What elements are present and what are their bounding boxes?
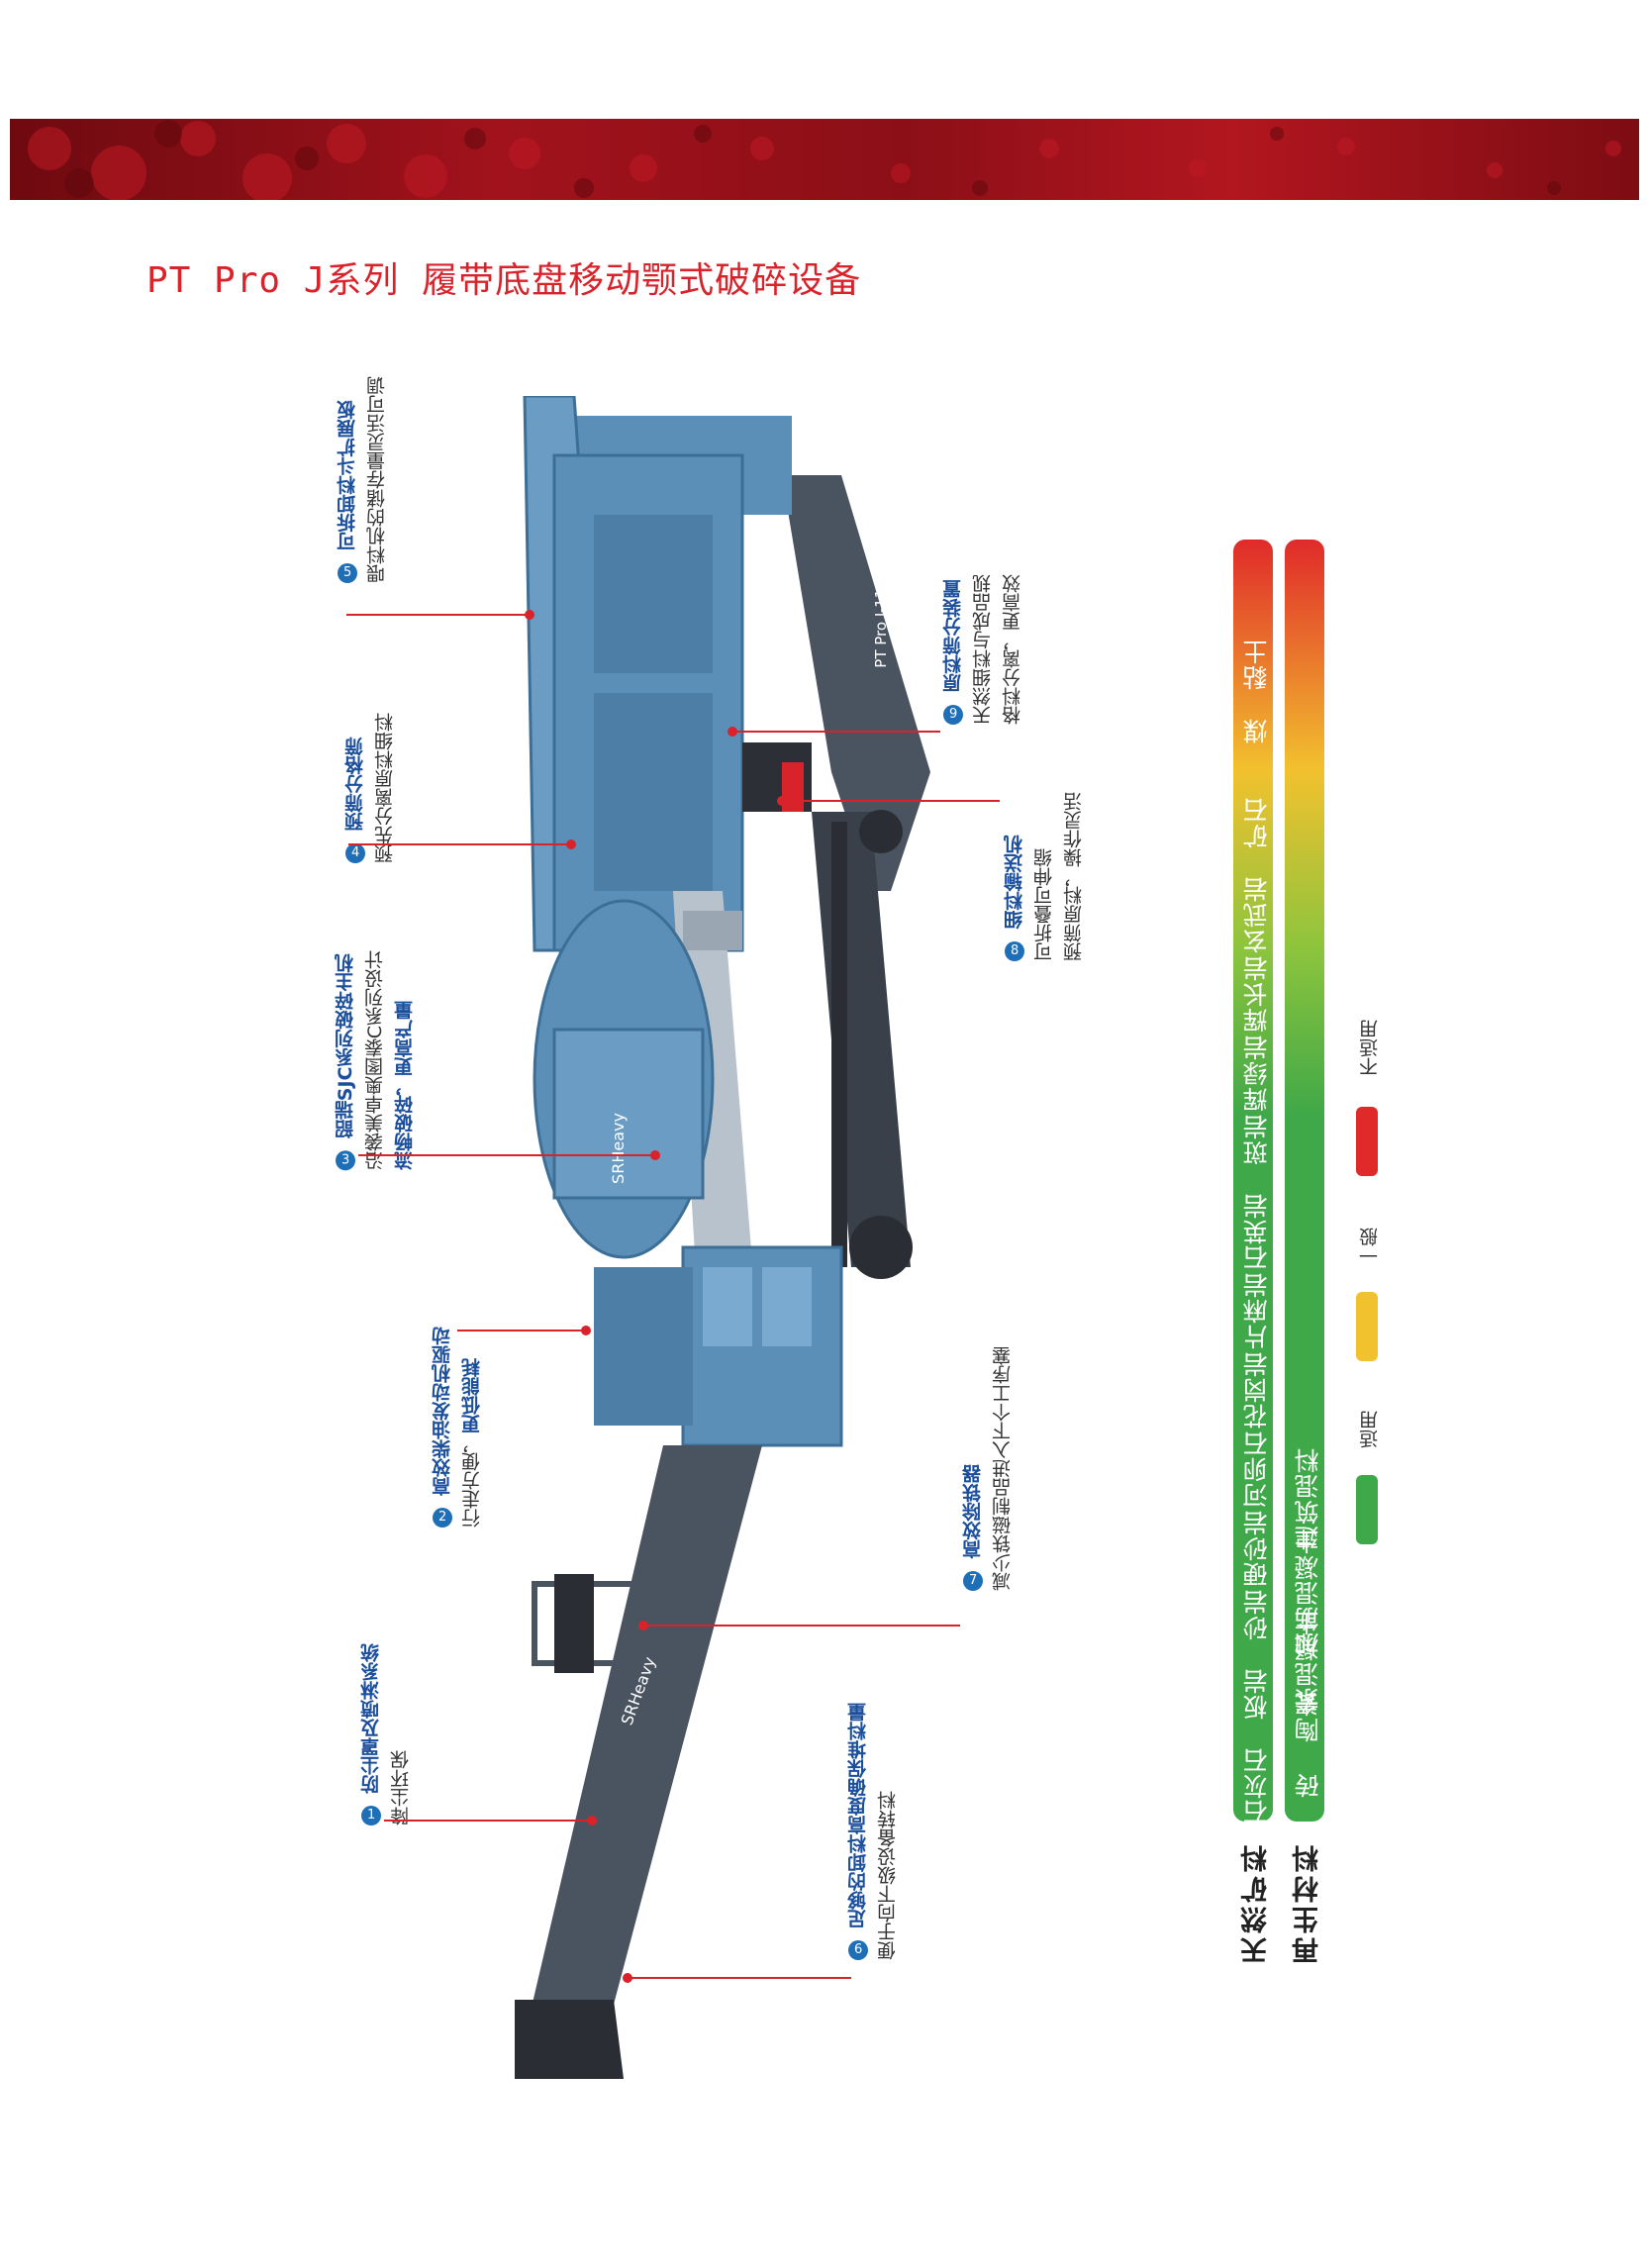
callout-8: 8 细料输送机 可折叠可伸缩 预筛原料，操作灵活 — [1004, 792, 1085, 961]
material-item: 玄武岩 — [1242, 876, 1271, 953]
recycled-materials-bar — [1285, 540, 1324, 1822]
leader-2 — [457, 1326, 591, 1335]
legend-label-suitable: 适用 — [1359, 1411, 1381, 1448]
callout-4: 4 预筛分格筛 预先分离原料细料 — [344, 713, 396, 863]
material-item: 建筑混料 — [1294, 1447, 1322, 1550]
material-item: 砂岩 — [1242, 1589, 1271, 1640]
page-title: PT Pro J系列 履带底盘移动颚式破碎设备 — [146, 260, 862, 301]
material-item: 黏土 — [1242, 639, 1271, 690]
legend-label-unsuitable: 不适用 — [1359, 1020, 1381, 1076]
material-item: 石灰石 — [1242, 1747, 1271, 1824]
callout-6: 6 足够的卸料高度确保堆料量 便于向下级设备转料 — [847, 1703, 899, 1961]
material-item: 辉绿岩 — [1242, 1035, 1271, 1112]
leader-7 — [638, 1621, 960, 1630]
material-item: 矿石 — [1242, 797, 1271, 848]
material-item: 片麻岩 — [1242, 1272, 1271, 1349]
svg-text:SRHeavy: SRHeavy — [609, 1113, 628, 1184]
legend-swatch-suitable — [1356, 1475, 1378, 1544]
material-item: 花岗岩 — [1242, 1351, 1271, 1429]
leader-1 — [384, 1816, 597, 1825]
material-item: 砖 — [1294, 1772, 1322, 1798]
callout-1: 1 防尘罩及喷淋系统 降尘环保 — [360, 1643, 412, 1826]
recycled-materials-label: 再生材料 — [1293, 1841, 1323, 1964]
legend-swatch-unsuitable — [1356, 1107, 1378, 1176]
top-banner — [10, 119, 1639, 200]
material-item: 河卵石 — [1242, 1430, 1271, 1508]
callout-9: 9 原料筛分装置 天然细料与成品规 格料分离，更高效 — [942, 574, 1023, 725]
material-item: 辉长岩 — [1242, 955, 1271, 1033]
callout-2: 2 高效柴油发动机驱动 行走方便，更低能耗 — [432, 1327, 483, 1528]
callout-3: 3 韶瑞SJC系列破碎主机 沿袭美卓奥图泰C系列设计 流畅破碎，更高产量 — [335, 950, 416, 1171]
material-item: 硬砂岩 — [1242, 1510, 1271, 1587]
leader-6 — [623, 1973, 851, 1983]
leader-4 — [348, 839, 576, 849]
callout-5: 5 可拆卸料斗扩展板 喂料机的储存量灵活可调 — [337, 376, 388, 583]
leader-5 — [346, 610, 534, 620]
callout-7: 7 高效除铁器 减少铁磁制品进入下个工序塞 — [962, 1346, 1014, 1591]
leader-3 — [358, 1150, 660, 1160]
legend-swatch-general — [1356, 1292, 1378, 1361]
material-item: 板岩 — [1242, 1668, 1271, 1720]
material-item: 石英岩 — [1242, 1193, 1271, 1270]
natural-materials-label: 天然矿料 — [1241, 1841, 1272, 1964]
legend-label-general: 一般 — [1359, 1228, 1381, 1265]
banner-texture — [28, 120, 1621, 200]
model-marking: PT Pro J-11E — [872, 579, 890, 667]
leader-9 — [728, 727, 940, 737]
material-item: 斑岩 — [1242, 1114, 1271, 1165]
material-item: 煤 — [1242, 718, 1271, 743]
leader-8 — [777, 796, 1000, 806]
natural-materials-bar — [1233, 540, 1273, 1822]
